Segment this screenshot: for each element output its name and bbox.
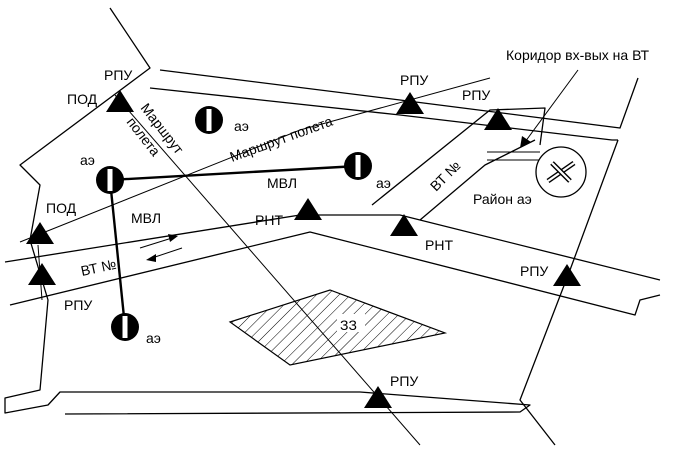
ae-label: аэ [234,118,249,134]
rnt-label: РНТ [255,212,283,228]
corridor-arrow [520,69,579,148]
diagonal-route-line [114,94,421,446]
mvl-label: МВЛ [131,210,161,226]
nav-point-icon [28,263,56,285]
rpu-label: РПУ [64,297,92,313]
rnt-label: РНТ [425,237,453,253]
zone-label: ЗЗ [340,317,357,333]
pod-label: ПОД [67,91,98,107]
right-boundary [519,139,619,446]
rpu-label: РПУ [462,87,490,103]
rpu-label: РПУ [520,263,548,279]
vt-band-lower-upper-edge [4,214,661,281]
nav-point-icon [26,222,54,244]
mvl-label: МВЛ [267,175,297,191]
rpu-label: РПУ [400,72,428,88]
flight-route [108,164,359,328]
aerodrome-icon [96,166,124,194]
corridor-label: Коридор вх-вых на ВТ [506,47,649,63]
ae-label: аэ [146,330,161,346]
vt-band-lower-lower-edge [9,231,661,316]
vt-label: ВТ № [79,256,117,279]
nav-point-icon [364,386,392,408]
nav-point-icon [553,264,581,286]
direction-arrows [139,234,183,262]
rpu-label: РПУ [104,67,132,83]
district-label: Район аэ [473,191,532,207]
ae-label: аэ [376,175,391,191]
ae-label: аэ [80,152,95,168]
vt-band-upper-edge1 [371,107,546,206]
nav-point-icon [106,90,134,112]
aerodrome-icon [344,152,372,180]
rpu-label: РПУ [390,373,418,389]
aerodrome-icon [111,313,139,341]
top-road-upper [159,69,639,129]
aerodrome-icon [195,106,223,134]
nav-point-icon [390,214,418,236]
nav-point-icon [294,198,322,220]
district-airport-icon [535,146,587,198]
vt-band-upper-edge2 [419,139,536,221]
nav-point-icon [396,92,424,114]
outer-boundary-left [4,7,531,415]
pod-label: ПОД [46,200,77,216]
nav-point-icon [484,108,512,130]
